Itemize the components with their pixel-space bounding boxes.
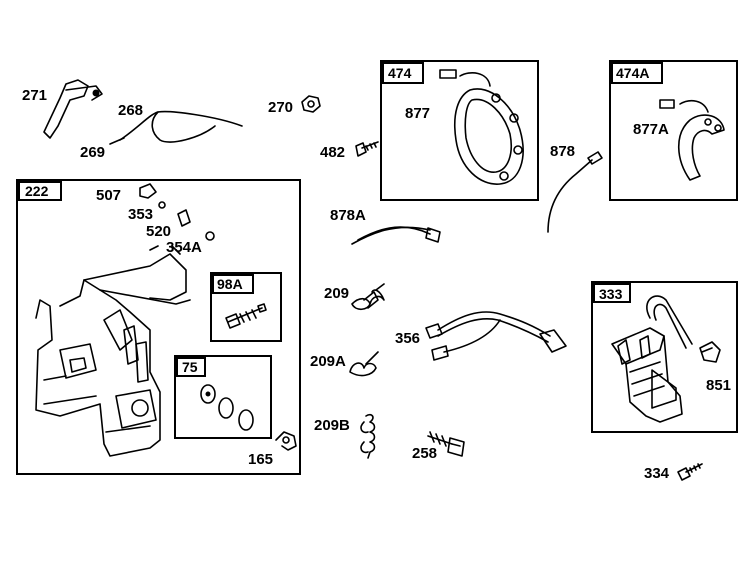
label-353: 353	[128, 206, 153, 223]
part-268-cable	[109, 110, 243, 145]
label-268: 268	[118, 102, 143, 119]
label-877: 877	[405, 105, 430, 122]
label-334: 334	[644, 465, 670, 482]
label-209a: 209A	[310, 353, 346, 370]
label-482: 482	[320, 144, 345, 161]
part-878-wire	[547, 151, 603, 233]
part-482-screw	[355, 141, 379, 157]
part-334-screw	[677, 463, 703, 481]
box-label-474: 474	[388, 65, 412, 81]
label-258: 258	[412, 445, 437, 462]
box-label-333: 333	[599, 286, 623, 302]
box-75: 75	[174, 355, 272, 439]
label-878a: 878A	[330, 207, 366, 224]
box-474: 474	[380, 60, 539, 201]
part-356-harness	[425, 311, 567, 361]
part-209a-spring	[349, 351, 379, 377]
part-878a-wire	[351, 226, 441, 245]
label-209b: 209B	[314, 417, 350, 434]
part-209-spring	[351, 283, 385, 311]
box-98a: 98A	[210, 272, 282, 342]
label-165: 165	[248, 451, 273, 468]
label-878: 878	[550, 143, 575, 160]
label-271: 271	[22, 87, 47, 104]
box-label-474a: 474A	[616, 65, 649, 81]
label-209: 209	[324, 285, 349, 302]
box-label-75: 75	[182, 359, 198, 375]
label-877a: 877A	[633, 121, 669, 138]
label-520: 520	[146, 223, 171, 240]
label-356: 356	[395, 330, 420, 347]
box-474a: 474A	[609, 60, 738, 201]
part-270-nut	[301, 95, 321, 113]
label-269: 269	[80, 144, 105, 161]
box-222: 222	[16, 179, 301, 475]
label-507: 507	[96, 187, 121, 204]
label-354a: 354A	[166, 239, 202, 256]
part-165-clip	[275, 431, 297, 451]
part-271-bracket	[43, 79, 103, 139]
box-label-98a: 98A	[217, 276, 243, 292]
label-851: 851	[706, 377, 731, 394]
box-label-222: 222	[25, 183, 49, 199]
part-209b-spring	[360, 413, 376, 459]
part-258-bolt	[427, 431, 465, 457]
label-270: 270	[268, 99, 293, 116]
box-333: 333	[591, 281, 738, 433]
